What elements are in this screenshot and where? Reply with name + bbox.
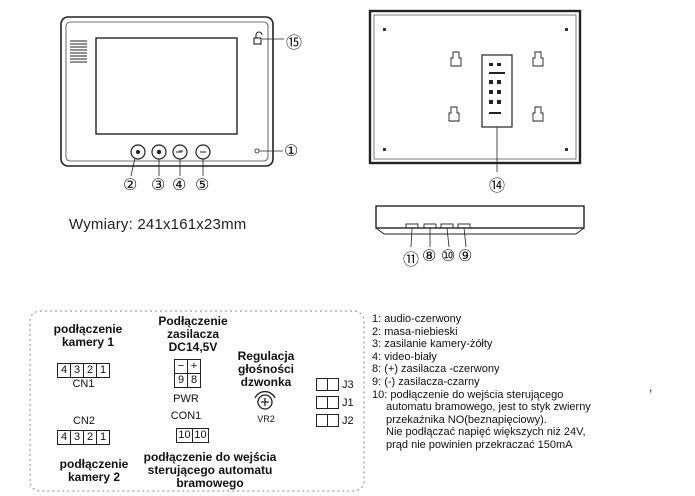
vr2-label: VR2 xyxy=(257,414,275,424)
monitor-back-view xyxy=(368,9,582,172)
psu-title: Podłączenie zasilacza DC14,5V xyxy=(158,314,228,354)
con1-label: CON1 xyxy=(170,410,202,422)
cn1-pin: 4 xyxy=(58,364,71,377)
con1-pin: 10 xyxy=(177,429,193,442)
legend-line: 10: podłączenie do wejścia sterującego xyxy=(372,388,564,401)
monitor-side-view xyxy=(375,205,585,248)
gate-input-title: podłączenie do wejścia sterującego autom… xyxy=(143,450,277,490)
callout-15: ⑮ xyxy=(286,35,303,52)
pwr-pin: 8 xyxy=(190,374,198,386)
potentiometer-icon xyxy=(254,390,276,410)
unlock-icon xyxy=(253,31,263,45)
jumper-label: J3 xyxy=(342,378,354,391)
camera-1-title: podłączenie kamery 1 xyxy=(53,322,123,349)
callout-10: ⑩ xyxy=(441,248,456,265)
cn1-pin: 3 xyxy=(71,364,84,377)
cn1-connector: 4 3 2 1 CN1 xyxy=(57,363,110,390)
cn2-pin: 2 xyxy=(84,431,97,444)
monitor-front-view xyxy=(60,16,284,177)
monitor-screen xyxy=(95,37,238,135)
callout-1: ① xyxy=(284,143,299,160)
callout-14: ⑭ xyxy=(489,178,506,195)
camera-2-title: podłączenie kamery 2 xyxy=(59,457,129,484)
callout-8: ⑧ xyxy=(422,248,437,265)
cn2-pin: 4 xyxy=(58,431,71,444)
legend-line: 3: zasilanie kamery-żółty xyxy=(372,338,493,351)
volume-title: Regulacja głośności dzwonka xyxy=(237,349,295,389)
wire-legend: 1: audio-czerwony 2: masa-niebieski 3: z… xyxy=(372,313,591,452)
pwr-pin: 9 xyxy=(175,374,188,387)
callout-4: ④ xyxy=(172,177,187,194)
dimensions-text: Wymiary: 241x161x23mm xyxy=(69,216,247,233)
legend-line: 4: video-biały xyxy=(372,350,437,363)
callout-5: ⑤ xyxy=(195,177,210,194)
legend-line: 8: (+) zasilacza -czerwony xyxy=(372,363,500,376)
cn1-pin: 1 xyxy=(99,364,107,376)
jumper-label: J2 xyxy=(342,414,354,427)
callout-2: ② xyxy=(123,177,138,194)
callout-9: ⑨ xyxy=(458,248,473,265)
legend-line: prąd nie powinien przekraczać 150mA xyxy=(386,438,573,451)
cn2-pin: 3 xyxy=(71,431,84,444)
legend-line: Nie podłączać napięć większych niż 24V, xyxy=(386,426,586,439)
callout-11: ⑪ xyxy=(403,252,420,269)
pwr-sign: − xyxy=(175,360,188,373)
cn1-label: CN1 xyxy=(72,378,95,390)
monitor-button-icon xyxy=(130,144,146,160)
callout-3: ③ xyxy=(151,177,166,194)
cn2-pin: 1 xyxy=(99,431,107,443)
jumper-label: J1 xyxy=(342,396,354,409)
wall-mount-slots xyxy=(448,51,544,122)
pwr-sign: + xyxy=(190,360,198,372)
legend-line: 1: audio-czerwony xyxy=(372,313,462,325)
pwr-connector: − + 9 8 xyxy=(174,359,201,388)
pwr-label: PWR xyxy=(173,393,199,405)
con1-pin: 10 xyxy=(194,429,207,441)
jumpers: J3 J1 J2 xyxy=(316,378,354,427)
stray-mark: , xyxy=(649,380,653,394)
cn1-pin: 2 xyxy=(84,364,97,377)
legend-line: 9: (-) zasilacza-czarny xyxy=(372,375,480,388)
legend-line: przekaźnika NO(beznapięciowy). xyxy=(386,413,547,426)
legend-line: 2: masa-niebieski xyxy=(372,325,458,338)
cn2-connector: 4 3 2 1 xyxy=(57,430,110,445)
con1-connector: 10 10 xyxy=(176,428,209,443)
cn2-label: CN2 xyxy=(72,415,95,427)
legend-line: automatu bramowego, jest to styk zwierny xyxy=(386,401,591,414)
wiring-panel-border xyxy=(29,310,365,492)
speaker-grille-icon xyxy=(70,40,87,63)
led-indicator-icon xyxy=(254,148,260,154)
